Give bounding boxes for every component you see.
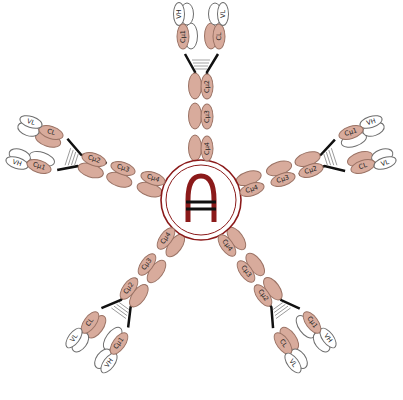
variable-domain: VL xyxy=(217,2,229,26)
domain-label: VL xyxy=(69,332,79,342)
constant-domain: Cμ1 xyxy=(177,23,190,49)
domain-label: Cμ3 xyxy=(276,175,290,185)
domain-label: VH xyxy=(176,9,183,18)
constant-domain: Cμ2 xyxy=(201,73,214,99)
domain-label: Cμ1 xyxy=(306,315,319,329)
domain-label: Cμ4 xyxy=(204,142,211,155)
domain-label: Cμ3 xyxy=(140,257,153,271)
domain-label: Cμ1 xyxy=(344,127,358,137)
domain-label: CL xyxy=(85,317,95,327)
domain-label: CL xyxy=(216,32,223,40)
domain-label: VH xyxy=(366,117,377,126)
constant-domain: Cμ4 xyxy=(201,135,214,161)
domain-label: Cμ2 xyxy=(204,80,211,93)
domain-label: VL xyxy=(288,358,298,368)
domain-label: VH xyxy=(323,332,334,343)
domain-label: VL xyxy=(26,117,36,126)
domain-label: Cμ2 xyxy=(304,165,318,175)
constant-domain: Cμ3 xyxy=(201,103,214,129)
domain-label: Cμ3 xyxy=(239,264,252,278)
domain-label: Cμ2 xyxy=(257,289,270,303)
domain-label: Cμ4 xyxy=(159,231,172,245)
domain-label: VH xyxy=(104,358,115,369)
domain-label: CL xyxy=(358,162,368,171)
domain-label: Cμ1 xyxy=(180,30,187,43)
domain-label: CL xyxy=(46,128,56,137)
domain-label: Cμ3 xyxy=(204,110,211,123)
constant-domain: CL xyxy=(213,23,226,49)
domain-label: VL xyxy=(220,10,227,18)
variable-domain: VH xyxy=(173,2,185,26)
domain-label: Cμ2 xyxy=(87,154,101,164)
domain-label: Cμ4 xyxy=(220,239,233,253)
domain-label: Cμ1 xyxy=(113,336,126,350)
domain-label: Cμ1 xyxy=(32,161,46,171)
domain-label: Cμ4 xyxy=(146,173,160,183)
domain-label: VH xyxy=(12,159,23,168)
domain-label: VL xyxy=(380,159,390,168)
domain-label: CL xyxy=(278,338,288,348)
domain-label: Cμ4 xyxy=(245,185,259,195)
domain-label: Cμ3 xyxy=(116,163,130,173)
